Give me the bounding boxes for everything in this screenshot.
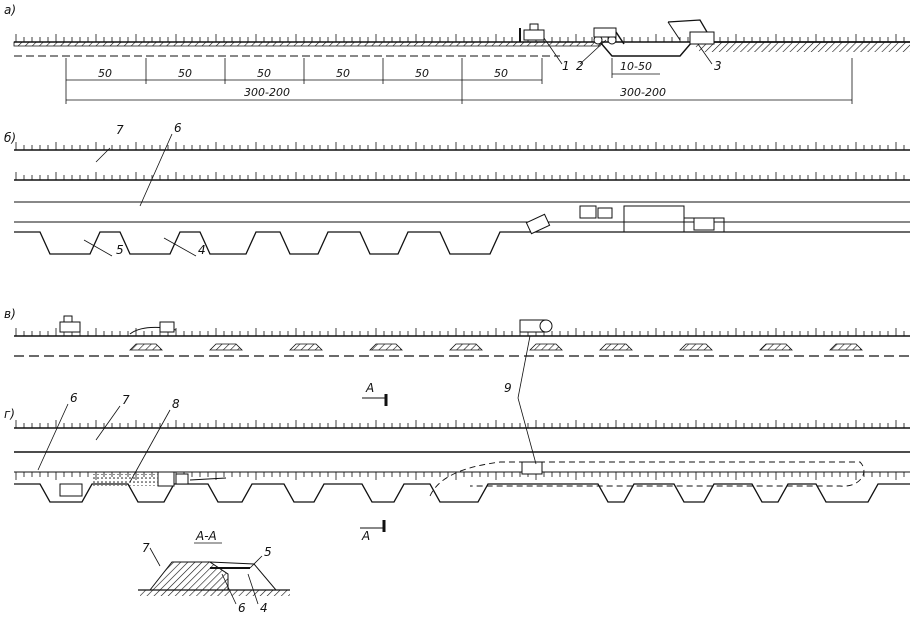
- haul-arrow: [189, 477, 227, 481]
- marker-4: 4: [198, 243, 206, 257]
- panel-v-label: в): [4, 307, 16, 321]
- ruler-ticks: [15, 328, 905, 336]
- marker-6: 6: [70, 391, 78, 405]
- excavator-icon: [667, 19, 715, 45]
- panel-b: б) 7 6 5 4: [4, 121, 910, 257]
- segment-label: 50: [494, 67, 508, 80]
- grader-icon: [129, 321, 177, 335]
- marker-7: 7: [116, 123, 124, 137]
- cross-section: A-A 7 5 6 4: [138, 529, 290, 615]
- road-hatch: [13, 41, 601, 47]
- trench-profile: [14, 231, 910, 255]
- truck-icon: [579, 205, 613, 219]
- bulldozer-icon: [59, 483, 83, 497]
- gap-label: 10-50: [620, 60, 652, 73]
- ruler-ticks: [15, 34, 905, 42]
- segment-label: 50: [336, 67, 350, 80]
- gravel-layer: [92, 474, 158, 486]
- bulldozer-icon: [59, 315, 81, 333]
- marker-8: 8: [172, 397, 180, 411]
- loader-icon: [593, 27, 625, 45]
- section-title: A-A: [195, 529, 217, 543]
- ruler-ticks: [15, 142, 905, 150]
- truck-icon: [157, 471, 189, 487]
- bulldozer-icon: [521, 461, 543, 475]
- panel-g: г) 6 7 8 9 A: [4, 335, 910, 543]
- ground-hatch: [692, 42, 910, 52]
- panel-v: в): [4, 307, 910, 357]
- marker-4: 4: [260, 601, 268, 615]
- marker-6: 6: [238, 601, 246, 615]
- bulldozer-icon: [525, 213, 551, 235]
- marker-9: 9: [504, 381, 512, 395]
- marker-6: 6: [174, 121, 182, 135]
- marker-5: 5: [264, 545, 272, 559]
- span-right-label: 300-200: [620, 86, 666, 99]
- panel-a: а) 1 2 3: [4, 3, 910, 104]
- panel-a-label: а): [4, 3, 16, 17]
- haul-route: [429, 461, 865, 497]
- cut-label-bottom: A: [361, 529, 370, 543]
- compactor-icon: [519, 319, 553, 333]
- roller-icon: [693, 217, 715, 231]
- soil-mounds: [129, 343, 863, 351]
- cut-label-top: A: [365, 381, 374, 395]
- segment-label: 50: [257, 67, 271, 80]
- section-cut-bottom: A: [360, 520, 386, 543]
- panel-b-label: б): [4, 131, 16, 145]
- marker-5: 5: [116, 243, 124, 257]
- ruler-ticks: [15, 420, 905, 428]
- segment-label: 50: [98, 67, 112, 80]
- ruler-ticks: [15, 172, 905, 180]
- span-left-label: 300-200: [244, 86, 290, 99]
- segment-label: 50: [178, 67, 192, 80]
- marker-7: 7: [142, 541, 150, 555]
- marker-2: 2: [576, 59, 584, 73]
- trench-profile: [14, 483, 910, 503]
- segment-label: 50: [415, 67, 429, 80]
- marker-3: 3: [714, 59, 722, 73]
- marker-7: 7: [122, 393, 130, 407]
- marker-1: 1: [562, 59, 570, 73]
- bulldozer-icon: [519, 23, 545, 42]
- panel-g-label: г): [4, 407, 15, 421]
- section-cut-top: A: [362, 381, 388, 406]
- dimension-segments: 50 50 50 50 50 50: [65, 58, 543, 104]
- pavement-strip: [623, 205, 685, 233]
